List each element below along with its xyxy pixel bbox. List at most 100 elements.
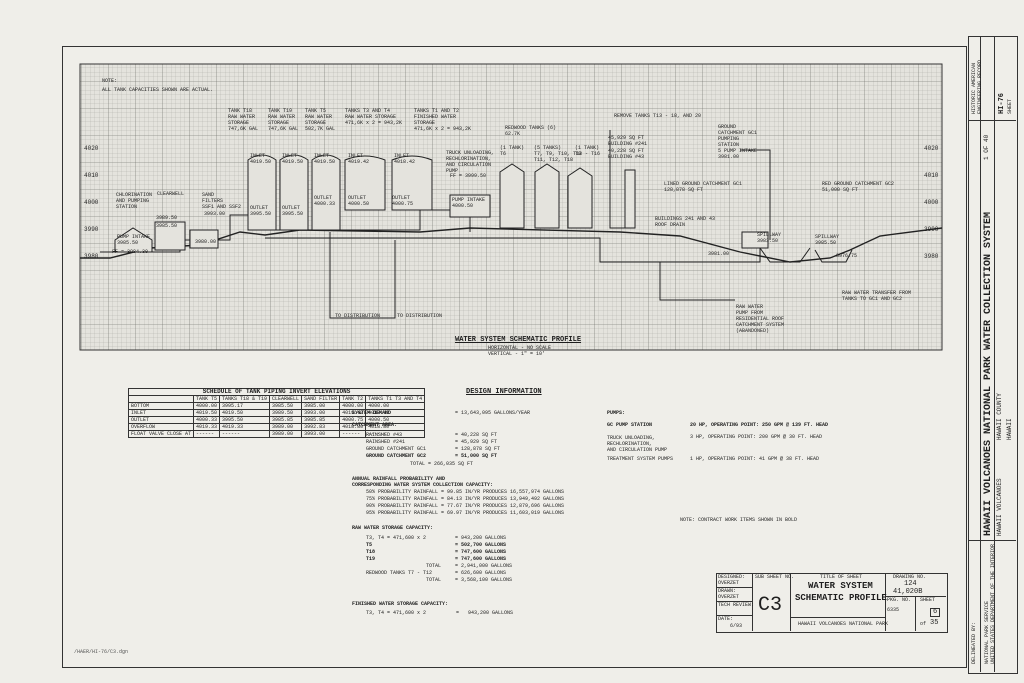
schedule-header: SAND FILTER xyxy=(301,395,341,403)
table-cell: 3989.00 xyxy=(269,423,303,431)
designed-value: OVERZET xyxy=(718,580,740,586)
label-spillway-1: SPILLWAY 3983.50 xyxy=(757,232,782,244)
divider xyxy=(790,573,791,631)
sheet-of-value: 35 xyxy=(930,619,939,627)
catchment-value: = 51,000 SQ FT xyxy=(455,453,498,459)
label-inlet-t5: INLET 4019.50 xyxy=(314,153,336,165)
label-spillway-2: SPILLWAY 3985.50 xyxy=(815,234,840,246)
elev-left-2: 4010 xyxy=(84,172,99,179)
raw-storage-label: RAW WATER STORAGE CAPACITY: xyxy=(352,525,434,531)
side-county: HAWAII COUNTY xyxy=(996,393,1003,440)
system-demand-value: = 13,643,095 GALLONS/YEAR xyxy=(455,410,531,416)
tech-review-label: TECH REVIEW: xyxy=(718,602,755,608)
label-elev-3976: 3976.75 xyxy=(836,253,858,259)
table-cell: 4000.00 xyxy=(365,402,426,410)
pump-value: 1 HP, OPERATING POINT: 41 GPM @ 38 FT. H… xyxy=(690,456,820,462)
side-agency: NATIONAL PARK SERVICE UNITED STATES DEPA… xyxy=(984,543,996,664)
raw-storage-value: = 626,600 GALLONS xyxy=(455,570,507,576)
table-cell: 4019.50 xyxy=(219,409,271,417)
label-redwood-tanks: REDWOOD TANKS (6) 62.7K xyxy=(505,125,557,137)
note-text: ALL TANK CAPACITIES SHOWN ARE ACTUAL. xyxy=(102,87,214,93)
table-cell: 3985.50 xyxy=(269,402,303,410)
elev-left-3: 4000 xyxy=(84,199,99,206)
label-outlet-t5: OUTLET 4000.33 xyxy=(314,195,336,207)
label-inlet-t3: INLET 4019.42 xyxy=(348,153,370,165)
schedule-header: TANKS T1 T3 AND T4 xyxy=(365,395,426,403)
catchment-value: = 40,228 SQ FT xyxy=(455,432,498,438)
schedule-title: SCHEDULE OF TANK PIPING INVERT ELEVATION… xyxy=(127,388,426,396)
sheet-title-line-1: WATER SYSTEM xyxy=(808,581,873,591)
side-main-title: HAWAII VOLCANOES NATIONAL PARK WATER COL… xyxy=(983,211,994,536)
label-lined-catchment-2: RED GROUND CATCHMENT GC2 51,000 SQ FT xyxy=(822,181,895,193)
label-elev-3993: 3993.00 xyxy=(204,211,226,217)
raw-storage-value: = 943,200 GALLONS xyxy=(455,535,507,541)
table-cell: INLET xyxy=(127,409,195,417)
label-pump-intake-left: PUMP INTAKE 3985.50 xyxy=(117,234,151,246)
label-building-43: 40,228 SQ FT BUILDING #43 xyxy=(608,148,645,160)
elev-right-4: 3990 xyxy=(924,226,939,233)
label-clearwell: CLEARWELL xyxy=(157,191,185,197)
label-ground-catchment-1: GROUND CATCHMENT GC1 PUMPING STATION 5 P… xyxy=(718,124,758,160)
file-path: /HAER/HI-76/C3.dgn xyxy=(74,649,129,655)
raw-storage-name: TOTAL xyxy=(426,563,442,569)
schedule-header: TANK T5 xyxy=(193,395,221,403)
table-cell: 3989.50 xyxy=(269,409,303,417)
label-elev-3999: FF = 3999.50 xyxy=(450,173,487,179)
schedule-header: TANKS T18 & T19 xyxy=(219,395,271,403)
pump-value: 3 HP, OPERATING POINT: 200 GPM @ 30 FT. … xyxy=(690,434,823,440)
table-cell: 3985.85 xyxy=(301,416,341,424)
rainfall-row: 50% PROBABILITY RAINFALL = 99.85 IN/YR P… xyxy=(366,489,565,495)
raw-storage-name: TOTAL xyxy=(426,577,442,583)
table-cell: 3992.83 xyxy=(301,423,341,431)
schedule-header: TANK T2 xyxy=(339,395,367,403)
label-tank-group-1: (1 TANK) T6 xyxy=(500,145,525,157)
label-truck-unloading: TRUCK UNLOADING, RECHLORINATION, AND CIR… xyxy=(446,150,495,174)
table-cell: 4019.33 xyxy=(219,423,271,431)
schedule-header: CLEARWELL xyxy=(269,395,303,403)
label-inlet-t1: INLET 4018.42 xyxy=(394,153,416,165)
date-value: 6/93 xyxy=(730,623,743,629)
table-cell: ------ xyxy=(193,430,221,438)
catchment-label: CATCHMENT AREA: xyxy=(352,422,398,428)
table-cell: 3995.17 xyxy=(219,402,271,410)
label-elev-3985: 3985.50 xyxy=(156,223,178,229)
label-tanks-t3-t4: TANKS T3 AND T4 RAW WATER STORAGE 471,6K… xyxy=(345,108,403,126)
divider xyxy=(716,601,752,602)
table-cell: 3993.00 xyxy=(301,409,341,417)
divider xyxy=(752,573,753,631)
rainfall-row: 95% PROBABILITY RAINFALL = 69.97 IN/YR P… xyxy=(366,510,565,516)
label-elev-3984: FF = 3984.30 xyxy=(112,249,149,255)
sheet-number: 6 xyxy=(930,608,941,617)
label-elev-3981b: 3981.00 xyxy=(708,251,730,257)
raw-storage-value: = 502,700 GALLONS xyxy=(455,542,507,548)
divider xyxy=(716,615,752,616)
raw-storage-value: = 3,568,100 GALLONS xyxy=(455,577,513,583)
sub-sheet-label: SUB SHEET NO. xyxy=(755,574,795,580)
divider xyxy=(980,36,981,672)
label-building-241: 45,929 SQ FT BUILDING #241 xyxy=(608,135,648,147)
raw-storage-value: = 2,941,000 GALLONS xyxy=(455,563,513,569)
label-tanks-t1-t2: TANKS T1 AND T2 FINISHED WATER STORAGE 4… xyxy=(414,108,472,132)
catchment-value: = 45,929 SQ FT xyxy=(455,439,498,445)
elev-right-2: 4010 xyxy=(924,172,939,179)
drawing-no-1: 124 xyxy=(904,580,917,588)
label-chlorination: CHLORINATION AND PUMPING STATION xyxy=(116,192,153,210)
catchment-name: GROUND CATCHMENT GC2 xyxy=(366,453,427,459)
raw-storage-name: REDWOOD TANKS T7 - T12 xyxy=(366,570,433,576)
raw-storage-name: T5 xyxy=(366,542,373,548)
raw-storage-name: T3, T4 = 471,600 x 2 xyxy=(366,535,427,541)
table-cell: 3995.50 xyxy=(219,416,271,424)
design-title: DESIGN INFORMATION xyxy=(466,388,542,396)
elev-left-1: 4020 xyxy=(84,145,99,152)
elev-right-5: 3980 xyxy=(924,253,939,260)
designed-label: DESIGNED: xyxy=(718,574,746,580)
label-building-roof: BUILDINGS 241 AND 43 ROOF DRAIN xyxy=(655,216,716,228)
divider xyxy=(968,540,1016,541)
table-cell: ------ xyxy=(219,430,271,438)
table-cell: 3993.00 xyxy=(301,430,341,438)
table-cell: 4019.33 xyxy=(193,423,221,431)
